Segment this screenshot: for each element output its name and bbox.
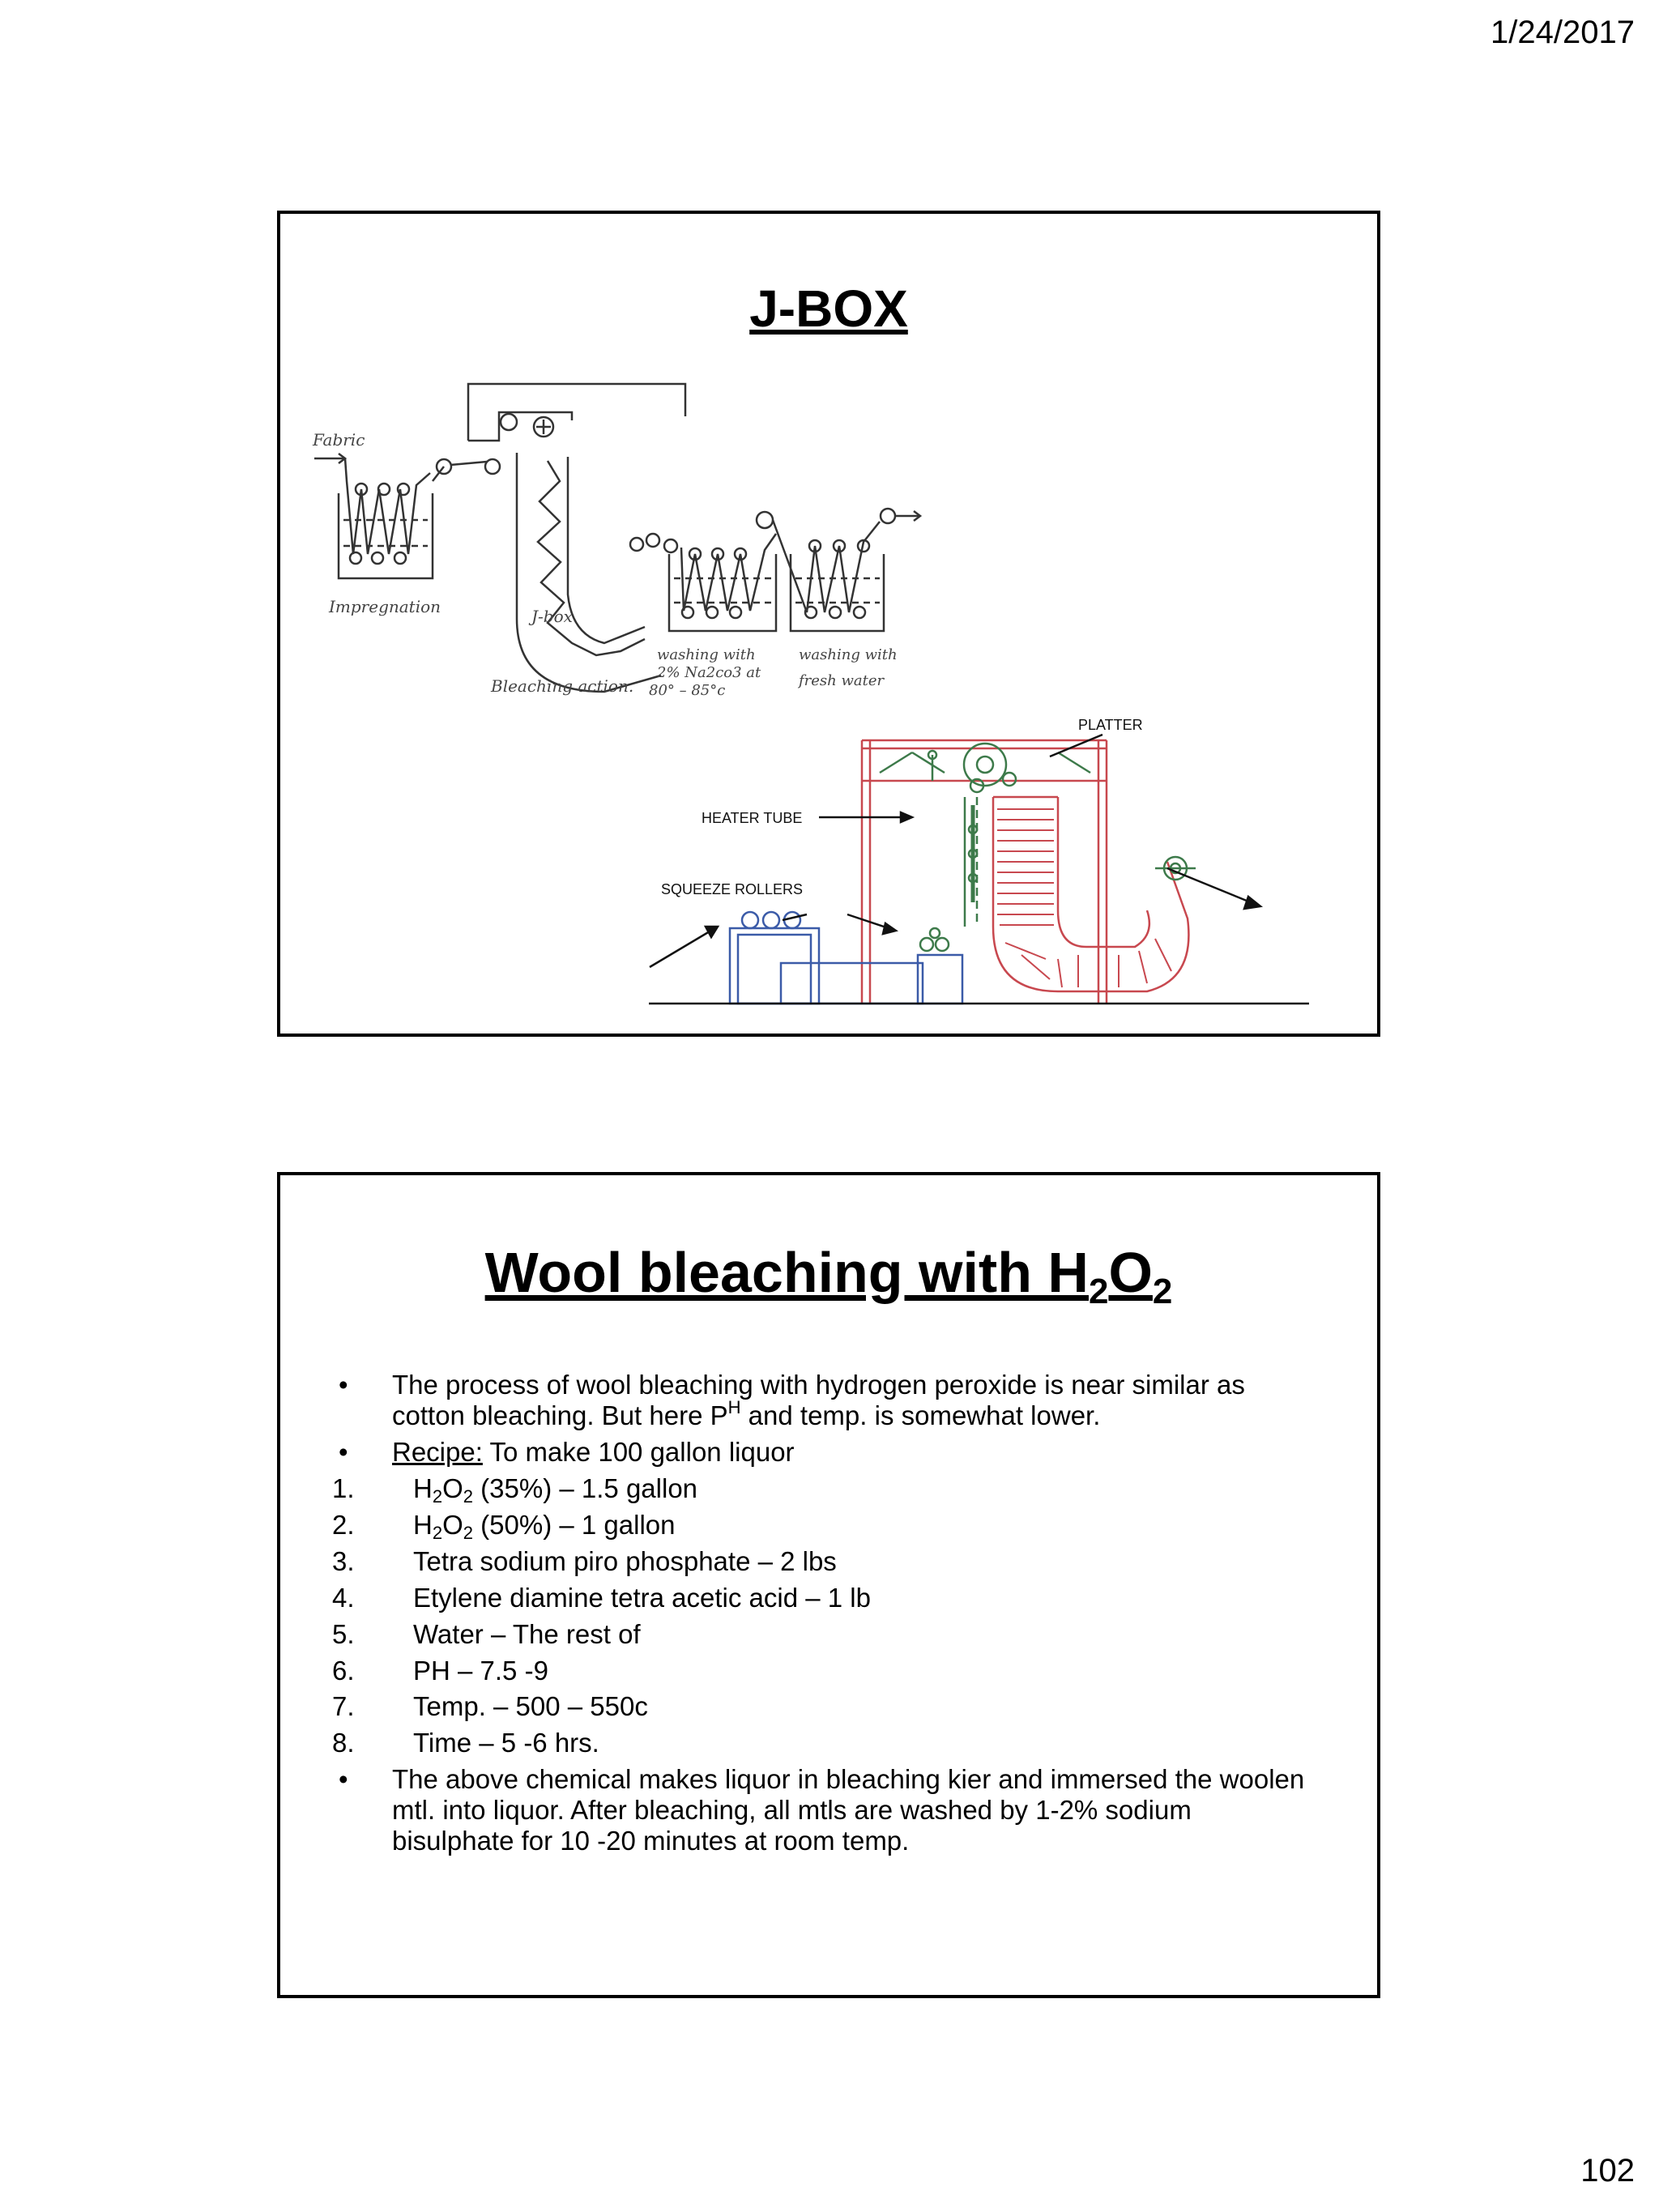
label-platter: PLATTER [1078, 717, 1143, 733]
label-wash1-line2: 2% Na2co3 at [656, 664, 761, 681]
label-bleaching-action: Bleaching action. [490, 676, 633, 696]
slide-jbox: J-BOX [277, 211, 1380, 1037]
recipe-item: 5.Water – The rest of [332, 1618, 641, 1649]
page-number: 102 [1580, 2153, 1635, 2189]
label-impregnation: Impregnation [328, 597, 441, 616]
label-wash2-line2: fresh water [797, 672, 885, 689]
label-jbox: J-box [528, 607, 573, 626]
slide-wool-bleaching: Wool bleaching with H2O2 • The process o… [277, 1172, 1380, 1998]
bullet-procedure: • The above chemical makes liquor in ble… [339, 1764, 1305, 1856]
slide-body: • The process of wool bleaching with hyd… [332, 1370, 1312, 1862]
recipe-item: 3.Tetra sodium piro phosphate – 2 lbs [332, 1545, 837, 1576]
recipe-item: 1. H2O2 (35%) – 1.5 gallon [332, 1473, 698, 1507]
recipe-item: 6.PH – 7.5 -9 [332, 1655, 548, 1686]
label-wash1-line3: 80° – 85°c [649, 682, 725, 699]
label-wash2-line1: washing with [799, 646, 898, 663]
recipe-item: 2. H2O2 (50%) – 1 gallon [332, 1509, 676, 1543]
recipe-item: 4.Etylene diamine tetra acetic acid – 1 … [332, 1582, 871, 1613]
label-fabric: Fabric [312, 430, 365, 450]
label-wash1-line1: washing with [657, 646, 756, 663]
bullet-process: • The process of wool bleaching with hyd… [339, 1370, 1245, 1430]
bullet-recipe: • Recipe: To make 100 gallon liquor [339, 1436, 795, 1467]
label-heater-tube: HEATER TUBE [702, 810, 802, 826]
slide-title: Wool bleaching with H2O2 [484, 1241, 1173, 1311]
recipe-item: 7.Temp. – 500 – 550c [332, 1691, 648, 1722]
page-date: 1/24/2017 [1491, 15, 1635, 50]
label-squeeze-rollers: SQUEEZE ROLLERS [661, 881, 803, 897]
recipe-item: 8.Time – 5 -6 hrs. [332, 1728, 599, 1758]
slide-title: J-BOX [749, 279, 908, 338]
jbox-sketch: Fabric Impregnation J-box Bleaching acti… [312, 382, 1309, 1005]
